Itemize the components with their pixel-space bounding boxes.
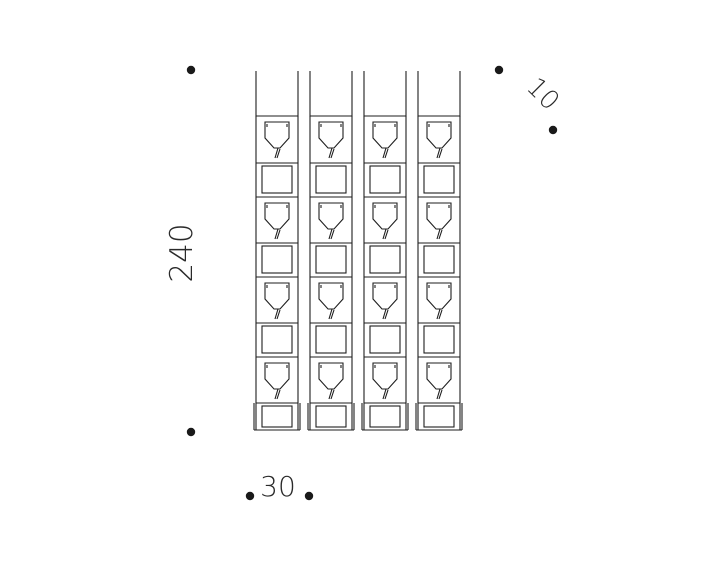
column-top-cap — [363, 71, 407, 117]
rack-column — [415, 71, 463, 431]
bottle-neck-clip — [328, 388, 335, 400]
holder-corner-ticks — [266, 205, 288, 208]
bottle-neck-clip — [328, 308, 335, 320]
holder-corner-ticks — [320, 124, 342, 127]
bottle-holder-shape — [318, 202, 344, 230]
width-dimension-label: 30 — [260, 470, 296, 503]
bottle-neck-clip — [382, 388, 389, 400]
bottle-neck-clip — [274, 228, 281, 240]
box-cell — [423, 165, 455, 194]
box-cell — [261, 245, 293, 274]
bottle-neck-clip — [328, 228, 335, 240]
bottle-neck-clip — [436, 308, 443, 320]
bottle-holder-shape — [264, 362, 290, 390]
height-marker-bottom — [186, 427, 196, 437]
holder-corner-ticks — [374, 285, 396, 288]
holder-corner-ticks — [374, 124, 396, 127]
bottle-neck-clip — [436, 388, 443, 400]
bottle-holder-shape — [426, 121, 452, 149]
width-marker-left — [245, 491, 255, 501]
bottle-holder-shape — [372, 121, 398, 149]
box-cell — [315, 405, 347, 428]
bottle-neck-clip — [382, 308, 389, 320]
box-cell — [369, 405, 401, 428]
rack-column — [307, 71, 355, 431]
depth-marker-start — [494, 65, 504, 75]
bottle-neck-clip — [382, 147, 389, 159]
column-top-cap — [255, 71, 299, 117]
box-cell — [423, 245, 455, 274]
holder-corner-ticks — [374, 205, 396, 208]
bottle-holder-shape — [318, 362, 344, 390]
bottle-holder-shape — [426, 362, 452, 390]
bottle-neck-clip — [274, 388, 281, 400]
bottle-holder-shape — [318, 282, 344, 310]
dimension-markers — [186, 65, 558, 501]
column-top-cap — [417, 71, 461, 117]
holder-corner-ticks — [428, 365, 450, 368]
box-cell — [315, 245, 347, 274]
height-dimension-label: 240 — [164, 223, 200, 282]
box-cell — [315, 325, 347, 354]
width-marker-right — [304, 491, 314, 501]
holder-corner-ticks — [320, 285, 342, 288]
column-top-cap — [309, 71, 353, 117]
holder-corner-ticks — [428, 285, 450, 288]
bottle-neck-clip — [274, 308, 281, 320]
rack-column — [253, 71, 301, 431]
bottle-holder-shape — [426, 282, 452, 310]
bottle-holder-shape — [264, 121, 290, 149]
holder-corner-ticks — [428, 205, 450, 208]
bottle-neck-clip — [436, 228, 443, 240]
bottle-neck-clip — [382, 228, 389, 240]
bottle-neck-clip — [328, 147, 335, 159]
holder-corner-ticks — [266, 365, 288, 368]
height-marker-top — [186, 65, 196, 75]
box-cell — [369, 325, 401, 354]
box-cell — [369, 245, 401, 274]
rack-column — [361, 71, 409, 431]
box-cell — [261, 405, 293, 428]
box-cell — [423, 405, 455, 428]
wine-rack — [253, 71, 463, 431]
bottle-holder-shape — [264, 202, 290, 230]
depth-marker-end — [548, 125, 558, 135]
bottle-holder-shape — [264, 282, 290, 310]
holder-corner-ticks — [266, 285, 288, 288]
bottle-holder-shape — [318, 121, 344, 149]
holder-corner-ticks — [374, 365, 396, 368]
bottle-holder-shape — [372, 282, 398, 310]
bottle-neck-clip — [274, 147, 281, 159]
box-cell — [261, 325, 293, 354]
box-cell — [369, 165, 401, 194]
holder-corner-ticks — [320, 205, 342, 208]
box-cell — [261, 165, 293, 194]
holder-corner-ticks — [266, 124, 288, 127]
bottle-holder-shape — [372, 362, 398, 390]
box-cell — [315, 165, 347, 194]
holder-corner-ticks — [320, 365, 342, 368]
bottle-holder-shape — [426, 202, 452, 230]
bottle-neck-clip — [436, 147, 443, 159]
box-cell — [423, 325, 455, 354]
bottle-holder-shape — [372, 202, 398, 230]
depth-dimension-label: 10 — [520, 72, 565, 117]
holder-corner-ticks — [428, 124, 450, 127]
